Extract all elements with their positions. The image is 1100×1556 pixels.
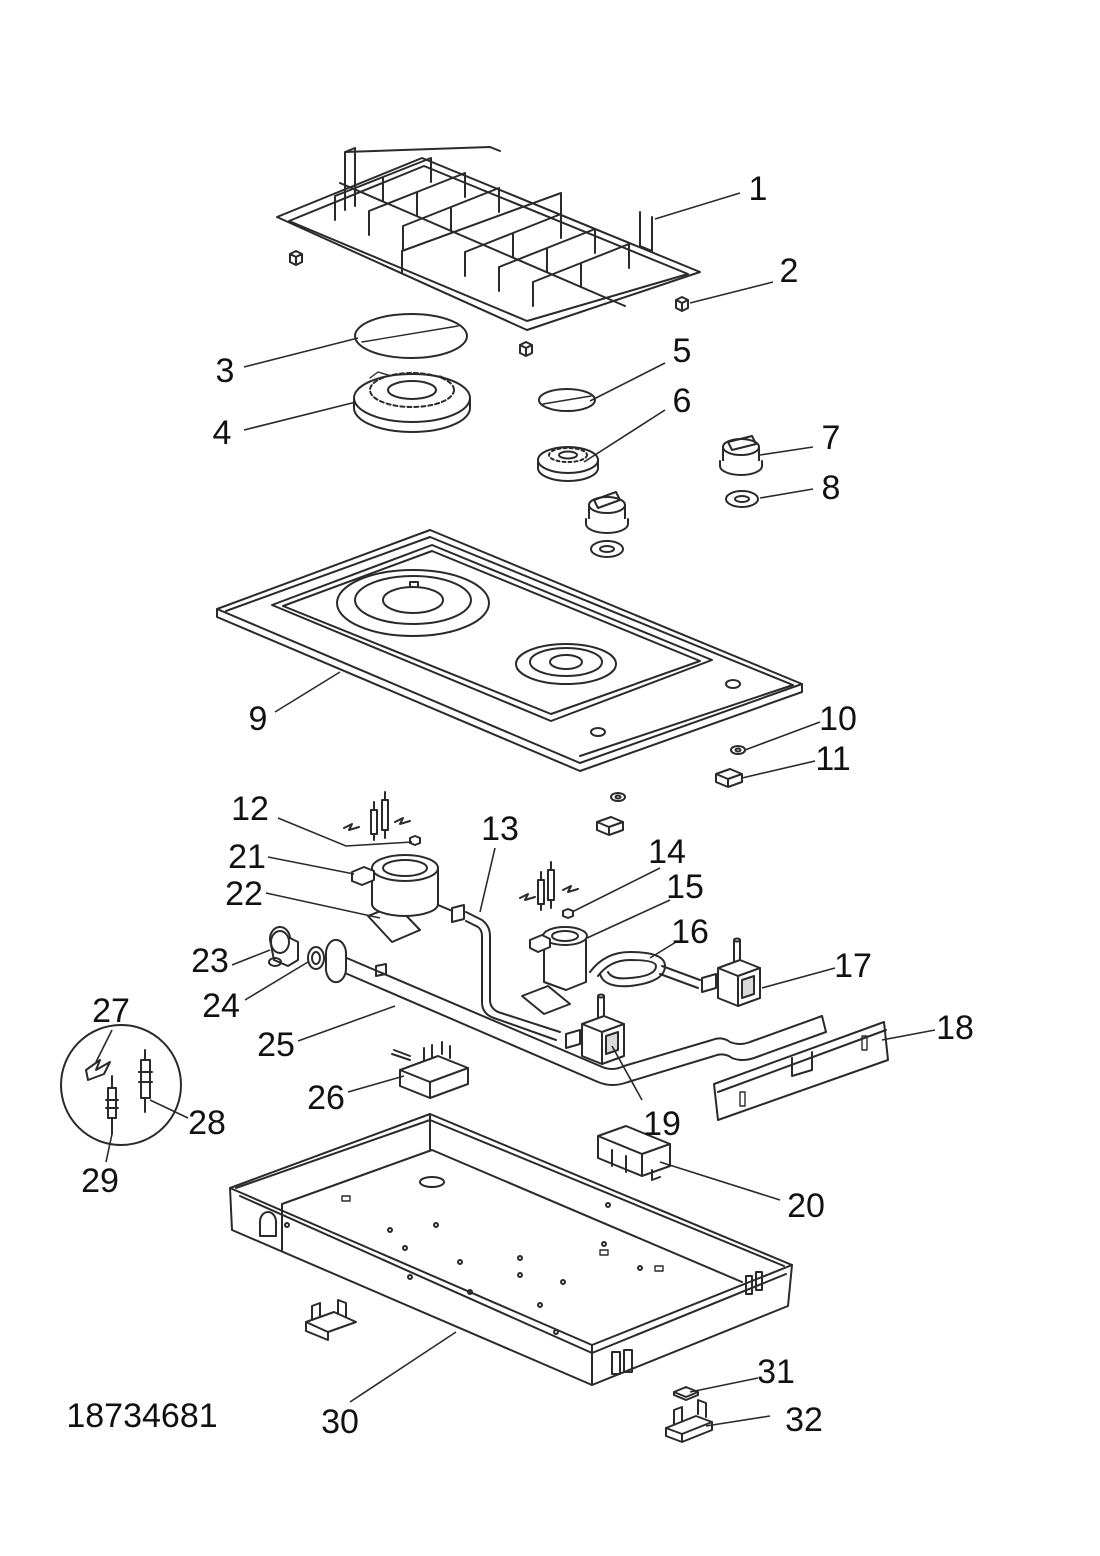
leader-12 [277,817,413,847]
callout-11: 11 [815,740,850,778]
part-rubber-feet [289,250,689,357]
callout-28: 28 [188,1104,226,1142]
leader-5 [589,362,666,402]
callout-14: 14 [648,833,686,871]
leader-3 [243,337,359,368]
callout-13: 13 [481,810,519,848]
part-small-clip [673,1386,699,1401]
leader-32 [705,1415,771,1427]
part-electrode-detail [60,1024,182,1146]
leader-2 [689,281,774,304]
part-small-burner-crown [537,446,599,482]
callout-3: 3 [216,352,235,390]
leader-8 [759,488,814,499]
leader-21 [267,856,355,875]
drawing-number: 18734681 [66,1397,217,1435]
part-sealing-washer [307,946,325,970]
part-pan-support [276,146,701,331]
callout-17: 17 [834,947,872,985]
leader-27 [95,1029,113,1063]
callout-labels: 1 2 3 4 5 6 7 8 9 10 11 12 13 14 15 16 1… [66,170,974,1441]
callout-6: 6 [673,382,692,420]
leader-22 [265,892,381,919]
part-hob-top-plate [216,529,803,772]
callout-7: 7 [822,419,841,457]
part-coiled-pipe [589,951,701,989]
leader-23 [231,949,271,966]
part-large-burner-cap [354,313,468,359]
part-base-tray [229,1113,793,1386]
leader-7 [759,446,814,456]
leader-19 [611,1045,643,1101]
leader-lines [95,192,936,1427]
part-gas-valve-right [701,937,761,1007]
leader-1 [654,192,741,220]
callout-24: 24 [202,987,240,1025]
leader-29 [105,1133,113,1163]
leader-16 [649,941,677,959]
leader-13 [479,847,496,913]
part-large-burner-crown [353,371,471,433]
callout-29: 29 [81,1162,119,1200]
leader-17 [761,967,836,989]
part-rear-bracket [713,1021,889,1121]
leader-9 [274,671,341,713]
callout-31: 31 [757,1353,795,1391]
leader-6 [583,409,666,463]
callout-15: 15 [666,868,704,906]
part-small-burner-housing [521,926,588,1015]
part-washers-and-clips [596,745,746,836]
leader-25 [297,1005,396,1042]
leader-28 [149,1099,189,1119]
callout-32: 32 [785,1401,823,1439]
callout-12: 12 [231,790,269,828]
callout-10: 10 [819,700,857,738]
leader-31 [689,1377,759,1393]
part-knob-bezel [590,490,759,558]
callout-25: 25 [257,1026,295,1064]
part-control-knob [585,435,763,534]
leader-24 [244,961,309,1001]
callout-26: 26 [307,1079,345,1117]
callout-4: 4 [213,414,232,452]
callout-19: 19 [643,1105,681,1143]
leader-10 [744,721,821,751]
part-inlet-elbow [268,926,299,967]
callout-18: 18 [936,1009,974,1047]
leader-30 [349,1331,457,1403]
part-ignition-module [391,1041,469,1099]
part-small-burner-cap [538,388,596,412]
leader-18 [881,1029,936,1041]
leader-15 [586,899,671,939]
callout-5: 5 [673,332,692,370]
leader-4 [243,401,357,431]
leader-26 [347,1075,405,1093]
callout-21: 21 [228,838,266,876]
leader-20 [659,1161,781,1201]
callout-8: 8 [822,469,841,507]
leader-11 [741,760,816,779]
callout-27: 27 [92,992,130,1030]
part-main-gas-rail [324,938,827,1086]
part-ignition-electrodes-large [343,791,421,846]
callout-23: 23 [191,942,229,980]
callout-22: 22 [225,875,263,913]
part-gas-pipe [465,911,561,1041]
part-large-burner-housing [351,854,465,943]
part-mounting-clip [305,1299,357,1341]
callout-20: 20 [787,1187,825,1225]
callout-2: 2 [780,252,799,290]
callout-30: 30 [321,1403,359,1441]
callout-9: 9 [249,700,268,738]
callout-16: 16 [671,913,709,951]
part-fixing-bracket [665,1399,713,1443]
part-gas-valve-left [565,993,625,1065]
callout-1: 1 [749,170,768,208]
part-ignition-electrodes-small [519,861,579,919]
leader-14 [571,867,661,913]
